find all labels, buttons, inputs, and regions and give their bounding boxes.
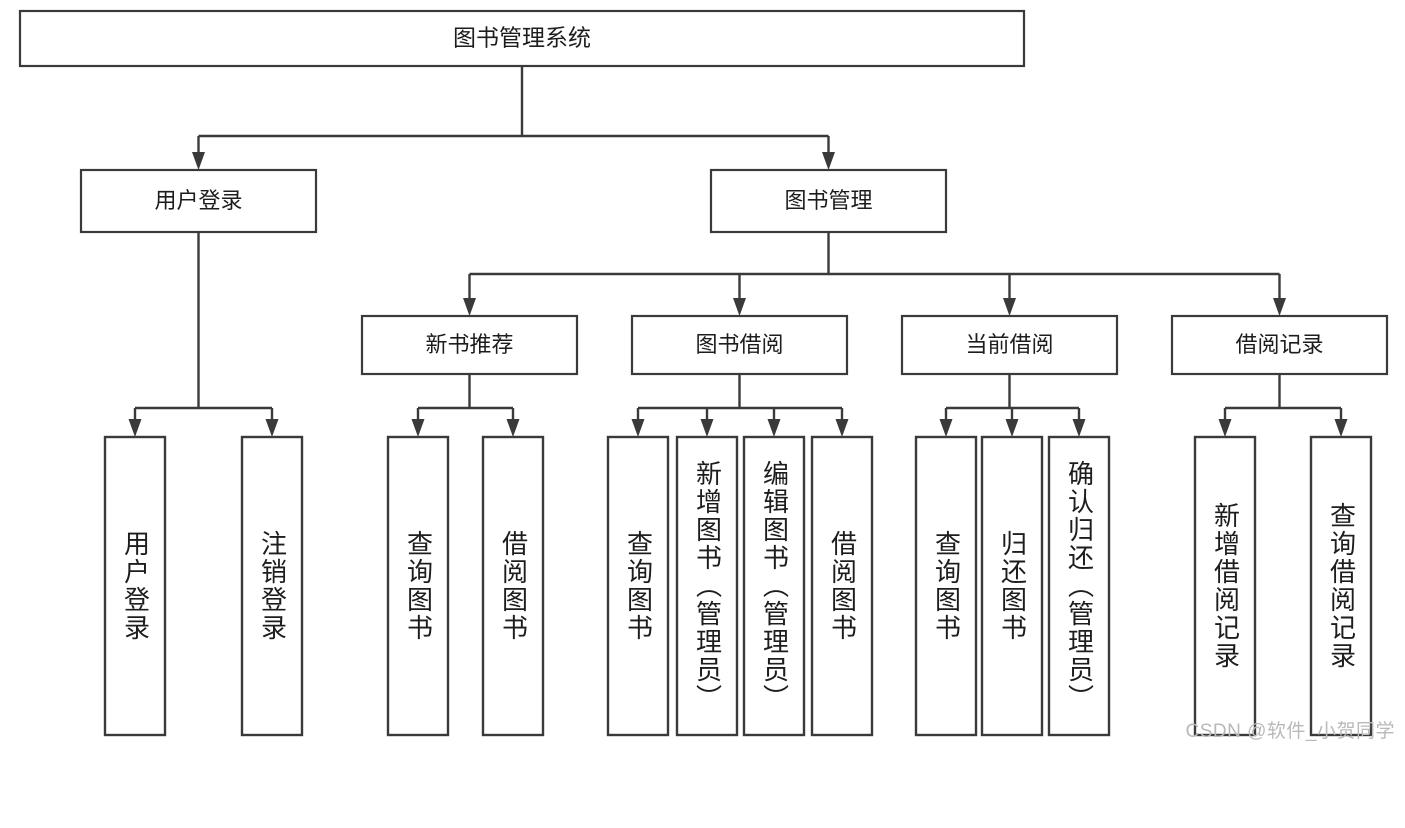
node-book-borrow[interactable]: 图书借阅 (630, 314, 849, 376)
arrow-head-icon (1273, 298, 1286, 316)
node-box (386, 435, 450, 737)
node-label: 用户登录 (154, 188, 242, 213)
node-box (675, 435, 739, 737)
node-new-book-rec[interactable]: 新书推荐 (360, 314, 579, 376)
node-leaf-query-book-2[interactable] (606, 435, 670, 737)
node-leaf-borrow-book-1[interactable] (481, 435, 545, 737)
watermark-text: CSDN @软件_小贺同学 (1185, 721, 1395, 742)
node-box (810, 435, 874, 737)
node-box (900, 314, 1119, 376)
node-leaf-return-book[interactable] (980, 435, 1044, 737)
node-box (1309, 435, 1373, 737)
arrow-head-icon (733, 298, 746, 316)
arrow-head-icon (767, 419, 781, 437)
node-box (360, 314, 579, 376)
node-book-manage[interactable]: 图书管理 (709, 168, 948, 234)
node-leaf-borrow-book-2[interactable] (810, 435, 874, 737)
node-label: 新书推荐 (425, 332, 513, 357)
node-label: 图书管理系统 (453, 25, 591, 51)
node-root[interactable]: 图书管理系统 (18, 9, 1026, 68)
flowchart-canvas: 图书管理系统用户登录图书管理新书推荐图书借阅当前借阅借阅记录 用户登录注销登录查… (18, 9, 1395, 742)
node-leaf-add-book[interactable] (675, 435, 739, 737)
node-box (1047, 435, 1111, 737)
arrow-head-icon (939, 419, 953, 437)
node-box (481, 435, 545, 737)
connector-layer (128, 66, 1348, 437)
node-label: 当前借阅 (965, 332, 1053, 357)
node-user-login[interactable]: 用户登录 (79, 168, 318, 234)
arrow-head-icon (1334, 419, 1348, 437)
node-borrow-record[interactable]: 借阅记录 (1170, 314, 1389, 376)
node-current-borrow[interactable]: 当前借阅 (900, 314, 1119, 376)
node-label: 借阅记录 (1235, 332, 1323, 357)
node-box (79, 168, 318, 234)
node-box (630, 314, 849, 376)
node-box (709, 168, 948, 234)
node-box (240, 435, 304, 737)
arrow-head-icon (411, 419, 425, 437)
node-leaf-logout[interactable] (240, 435, 304, 737)
node-box (1170, 314, 1389, 376)
node-box (742, 435, 806, 737)
arrow-head-icon (1218, 419, 1232, 437)
arrow-head-icon (822, 152, 835, 170)
arrow-head-icon (700, 419, 714, 437)
node-box (18, 9, 1026, 68)
node-box (1193, 435, 1257, 737)
node-leaf-add-record[interactable] (1193, 435, 1257, 737)
node-leaf-query-record[interactable] (1309, 435, 1373, 737)
node-box (914, 435, 978, 737)
node-leaf-query-book-3[interactable] (914, 435, 978, 737)
node-label: 图书借阅 (695, 332, 783, 357)
arrow-head-icon (506, 419, 520, 437)
arrow-head-icon (631, 419, 645, 437)
arrow-head-icon (192, 152, 205, 170)
arrow-head-icon (835, 419, 849, 437)
arrow-head-icon (1005, 419, 1019, 437)
node-leaf-user-login[interactable] (103, 435, 167, 737)
node-box (103, 435, 167, 737)
arrow-head-icon (1072, 419, 1086, 437)
node-leaf-edit-book[interactable] (742, 435, 806, 737)
arrow-head-icon (1003, 298, 1016, 316)
node-box (980, 435, 1044, 737)
arrow-head-icon (463, 298, 476, 316)
node-label: 图书管理 (784, 188, 872, 213)
node-leaf-confirm-return[interactable] (1047, 435, 1111, 737)
node-box (606, 435, 670, 737)
arrow-head-icon (265, 419, 279, 437)
arrow-head-icon (128, 419, 142, 437)
node-leaf-query-book-1[interactable] (386, 435, 450, 737)
